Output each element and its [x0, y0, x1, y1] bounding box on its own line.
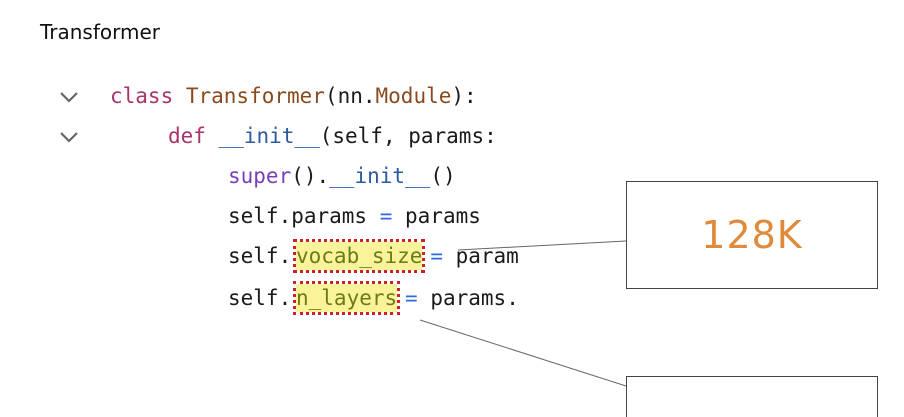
callout-vocab-size: 128K [626, 181, 878, 289]
code-text: params [392, 204, 481, 228]
callout-value [627, 377, 877, 417]
function-name: __init__ [218, 124, 320, 148]
page-title: Transformer [40, 20, 161, 44]
code-text: (nn. [324, 84, 376, 108]
highlight-n-layers[interactable]: n_layers [292, 281, 401, 315]
code-text: ): [451, 84, 477, 108]
code-line-init-def: def __init__(self, params: [168, 122, 497, 150]
code-text: () [430, 164, 456, 188]
code-line-n-layers: self.n_layers = params. [228, 284, 519, 312]
chevron-down-icon[interactable] [58, 128, 80, 146]
connector-line-layers [419, 319, 627, 387]
keyword-def: def [168, 124, 219, 148]
function-name: __init__ [329, 164, 431, 188]
base-class-name: Module [375, 84, 452, 108]
assign-operator: = [379, 204, 393, 228]
builtin-super: super [228, 164, 292, 188]
connector-lines [419, 240, 627, 387]
code-text: self.params [228, 204, 380, 228]
highlight-vocab-size[interactable]: vocab_size [292, 239, 426, 273]
code-text: params. [417, 286, 519, 310]
assign-operator: = [430, 244, 443, 268]
callout-n-layers [626, 376, 878, 417]
code-text: self. [228, 244, 292, 268]
code-line-class-def: class Transformer(nn.Module): [110, 82, 477, 110]
keyword-class: class [110, 84, 186, 108]
assign-operator: = [405, 286, 418, 310]
chevron-down-icon[interactable] [58, 88, 80, 106]
code-text: (). [291, 164, 330, 188]
callout-value: 128K [701, 213, 803, 257]
code-text: self. [228, 286, 292, 310]
connector-line-vocab [457, 240, 627, 251]
code-line-params: self.params = params [228, 202, 481, 230]
code-clip-mask [554, 236, 626, 316]
code-text: (self, params: [319, 124, 497, 148]
code-line-super: super().__init__() [228, 162, 456, 190]
class-name: Transformer [185, 84, 325, 108]
